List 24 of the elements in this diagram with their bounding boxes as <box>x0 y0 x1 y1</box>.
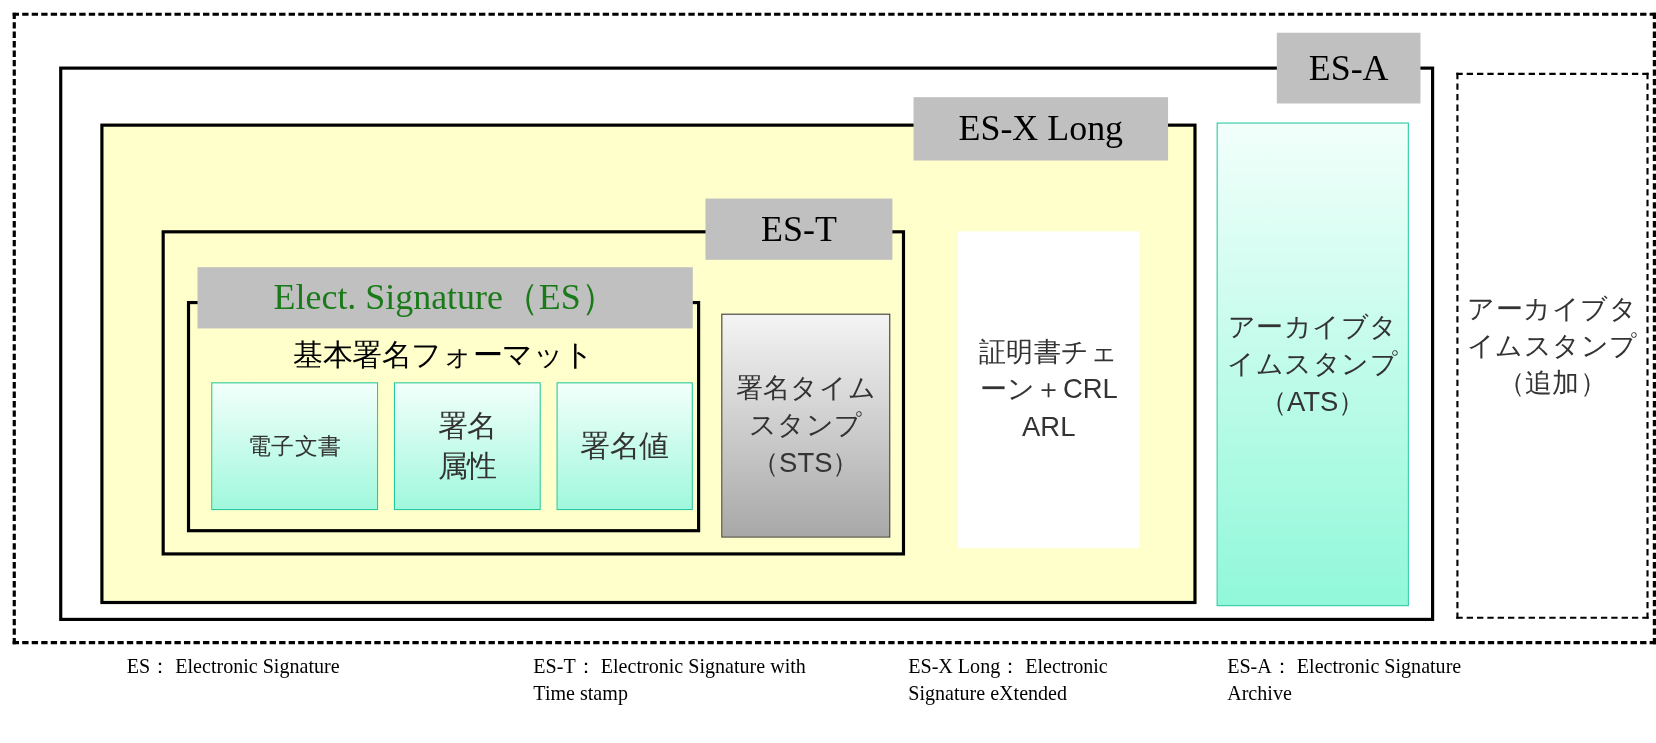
dashed-frame <box>12 12 1656 645</box>
box-text: アーカイブタイムスタンプ（追加） <box>1466 291 1638 401</box>
title-tab: ES-A <box>1276 32 1421 104</box>
element-box <box>556 382 693 511</box>
abbreviation-note: ES-A： Electronic Signature Archive <box>1227 653 1463 707</box>
abbreviation-note: ES： Electronic Signature <box>126 653 341 680</box>
title-tab: ES-T <box>705 198 893 260</box>
box-text: 署名値 <box>580 428 670 465</box>
box-text: 電子文書 <box>248 431 342 462</box>
element-box <box>393 382 541 511</box>
format-heading: 基本署名フォーマット <box>293 339 595 372</box>
timestamp-box <box>721 313 891 538</box>
certificate-box <box>957 231 1140 549</box>
box-text: 証明書チェーン＋CRL ARL <box>978 335 1120 445</box>
box-text: アーカイブタイムスタンプ（ATS） <box>1226 309 1400 419</box>
abbreviation-note: ES-T： Electronic Signature with Time stamp <box>533 653 807 707</box>
dashed-box <box>1456 72 1649 619</box>
archive-timestamp-box <box>1216 122 1409 607</box>
title-tab: ES-X Long <box>913 97 1169 161</box>
box-text: 署名属性 <box>436 408 498 485</box>
element-box <box>211 382 379 511</box>
abbreviation-note: ES-X Long： Electronic Signature eXtended <box>908 653 1109 707</box>
box-text: 署名タイムスタンプ（STS） <box>734 371 878 480</box>
title-tab: Elect. Signature（ES） <box>197 267 693 329</box>
